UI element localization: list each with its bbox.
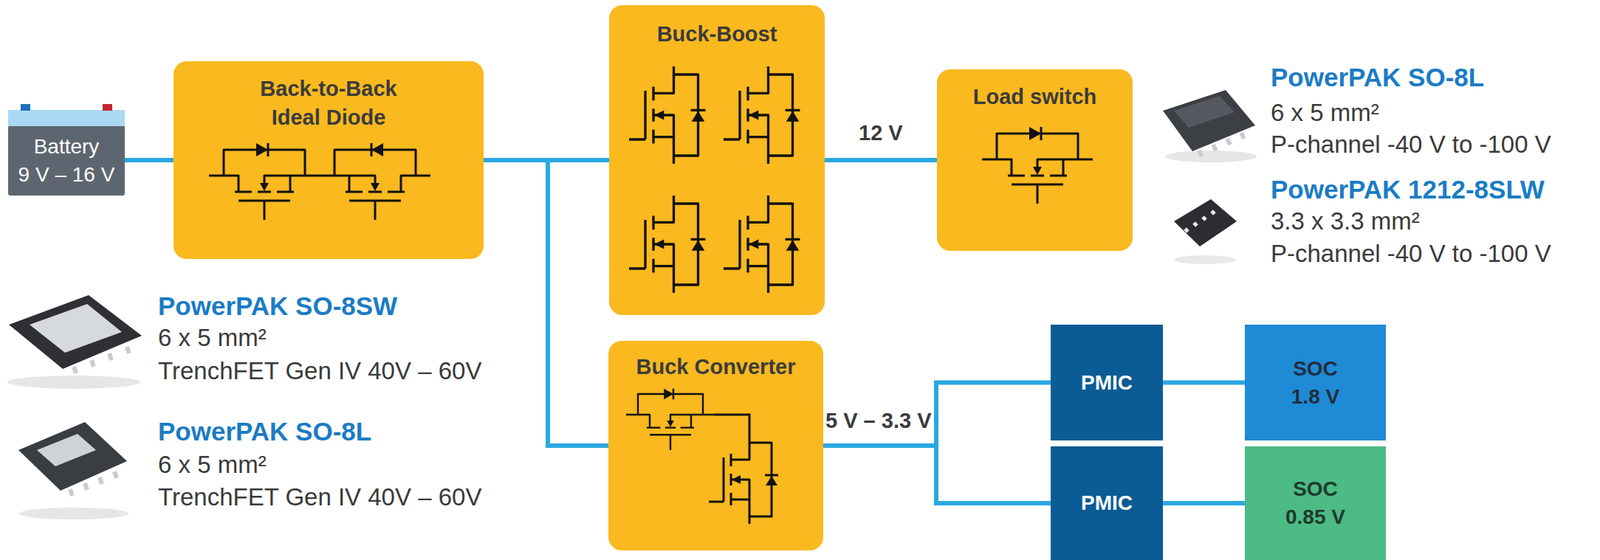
power-line — [823, 383, 1051, 447]
battery-terminal — [102, 104, 113, 111]
package-spec: 6 x 5 mm² — [1270, 98, 1380, 128]
circuit-block: Back-to-Back Ideal Diode — [173, 61, 484, 260]
package-pads — [1185, 211, 1215, 232]
package-name: PowerPAK SO-8SW — [158, 290, 398, 322]
package-spec: TrenchFET Gen IV 40V – 60V — [158, 356, 482, 387]
package-spec: P-channel -40 V to -100 V — [1270, 239, 1552, 269]
node-title: Load switch — [973, 82, 1098, 112]
power-line — [1162, 380, 1245, 386]
circuit-block: Buck Converter — [608, 341, 824, 551]
circuit-block: Load switch — [936, 69, 1133, 252]
node-subtitle: 1.8 V — [1291, 383, 1340, 412]
node-title: Buck-Boost — [657, 19, 778, 49]
battery-box: Battery9 V – 16 V — [8, 125, 125, 196]
package-top — [36, 434, 96, 467]
power-line — [124, 158, 174, 163]
node-title: SOC — [1292, 475, 1338, 504]
node-content: SOC1.8 V — [1291, 355, 1340, 412]
soc-box: SOC0.85 V — [1244, 446, 1386, 560]
node-title: Back-to-Back Ideal Diode — [239, 74, 418, 133]
package-leads — [1199, 132, 1245, 157]
node-content: SOC0.85 V — [1285, 475, 1346, 532]
voltage-label: 5 V – 3.3 V — [823, 408, 935, 435]
package-spec: 3.3 x 3.3 mm² — [1270, 206, 1420, 237]
mosfet-symbol — [723, 66, 800, 164]
package-shadow — [1165, 150, 1257, 163]
circuit-block: Buck-Boost — [609, 5, 825, 316]
package-top — [1173, 95, 1235, 128]
package-shadow — [19, 507, 129, 520]
power-line — [1162, 501, 1245, 506]
mosfet-symbol — [982, 126, 1093, 204]
power-line — [483, 160, 609, 446]
node-content: Buck-Boost — [657, 19, 778, 49]
package-spec: 6 x 5 mm² — [158, 323, 267, 353]
node-content: Battery9 V – 16 V — [18, 132, 116, 190]
battery-top — [8, 110, 125, 127]
mosfet-symbol — [208, 143, 320, 221]
node-subtitle: 9 V – 16 V — [18, 160, 116, 190]
package-body — [1173, 199, 1237, 247]
package-spec: TrenchFET Gen IV 40V – 60V — [158, 482, 482, 513]
package-name: PowerPAK SO-8L — [158, 416, 372, 448]
package-name: PowerPAK SO-8L — [1270, 62, 1485, 94]
node-content: PMIC — [1080, 489, 1133, 518]
pmic-box: PMIC — [1050, 446, 1163, 560]
pmic-box: PMIC — [1050, 324, 1163, 441]
voltage-label: 12 V — [856, 120, 906, 147]
node-title: Buck Converter — [636, 352, 796, 382]
node-title: SOC — [1292, 355, 1338, 384]
mosfet-symbol — [723, 195, 800, 294]
mosfet-symbol — [629, 66, 706, 164]
node-title: PMIC — [1080, 489, 1133, 518]
package-body — [18, 422, 127, 492]
package-spec: P-channel -40 V to -100 V — [1270, 129, 1552, 160]
package-leads — [70, 471, 117, 497]
battery-terminal — [20, 104, 31, 111]
mosfet-symbol — [629, 195, 706, 294]
node-subtitle: 0.85 V — [1285, 503, 1346, 532]
mosfet-symbol — [319, 143, 431, 221]
circuit-wire — [714, 414, 750, 436]
power-line — [823, 445, 1051, 504]
package-spec: 6 x 5 mm² — [158, 450, 267, 480]
node-title: PMIC — [1080, 369, 1133, 398]
package-body — [8, 295, 142, 370]
package-top — [29, 304, 122, 353]
mosfet-symbol — [708, 435, 779, 525]
node-content: Back-to-Back Ideal Diode — [239, 74, 418, 133]
package-shadow — [7, 375, 141, 390]
node-title: Battery — [33, 132, 100, 161]
node-content: Load switch — [973, 82, 1098, 112]
package-body — [1162, 90, 1256, 152]
power-line — [824, 158, 937, 163]
node-content: PMIC — [1080, 369, 1133, 398]
node-content: Buck Converter — [636, 352, 796, 382]
package-leads — [73, 347, 130, 374]
soc-box: SOC1.8 V — [1244, 324, 1386, 441]
package-shadow — [1173, 255, 1236, 265]
package-name: PowerPAK 1212-8SLW — [1270, 174, 1545, 206]
mosfet-symbol — [626, 389, 715, 451]
